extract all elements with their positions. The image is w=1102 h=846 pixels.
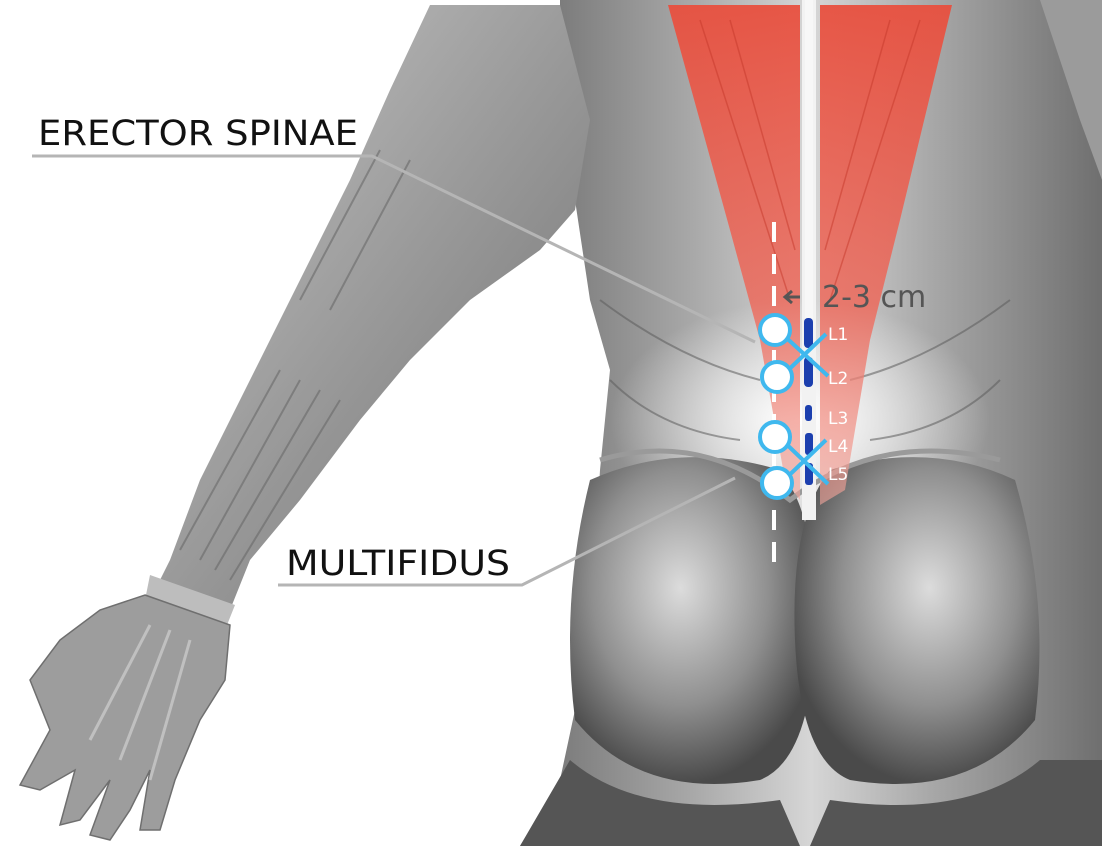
- erector-spinae-label: ERECTOR SPINAE: [38, 114, 358, 154]
- vertebra-label-l1: L1: [828, 325, 848, 345]
- left-gluteus: [570, 457, 816, 784]
- electrode-4: [762, 468, 792, 498]
- right-gluteus: [794, 457, 1039, 784]
- distance-label: 2-3 cm: [822, 280, 926, 315]
- hand: [20, 595, 230, 840]
- electrode-3: [760, 422, 790, 452]
- electrode-1: [760, 315, 790, 345]
- vertebra-label-l5: L5: [828, 465, 848, 485]
- electrode-2: [762, 362, 792, 392]
- vertebra-label-l3: L3: [828, 409, 848, 429]
- left-arm: [150, 5, 590, 610]
- vertebra-mark-l1: [804, 318, 813, 348]
- vertebra-mark-l3: [805, 405, 812, 421]
- vertebra-label-l4: L4: [828, 437, 848, 457]
- vertebra-label-l2: L2: [828, 369, 848, 389]
- multifidus-label: MULTIFIDUS: [286, 544, 510, 584]
